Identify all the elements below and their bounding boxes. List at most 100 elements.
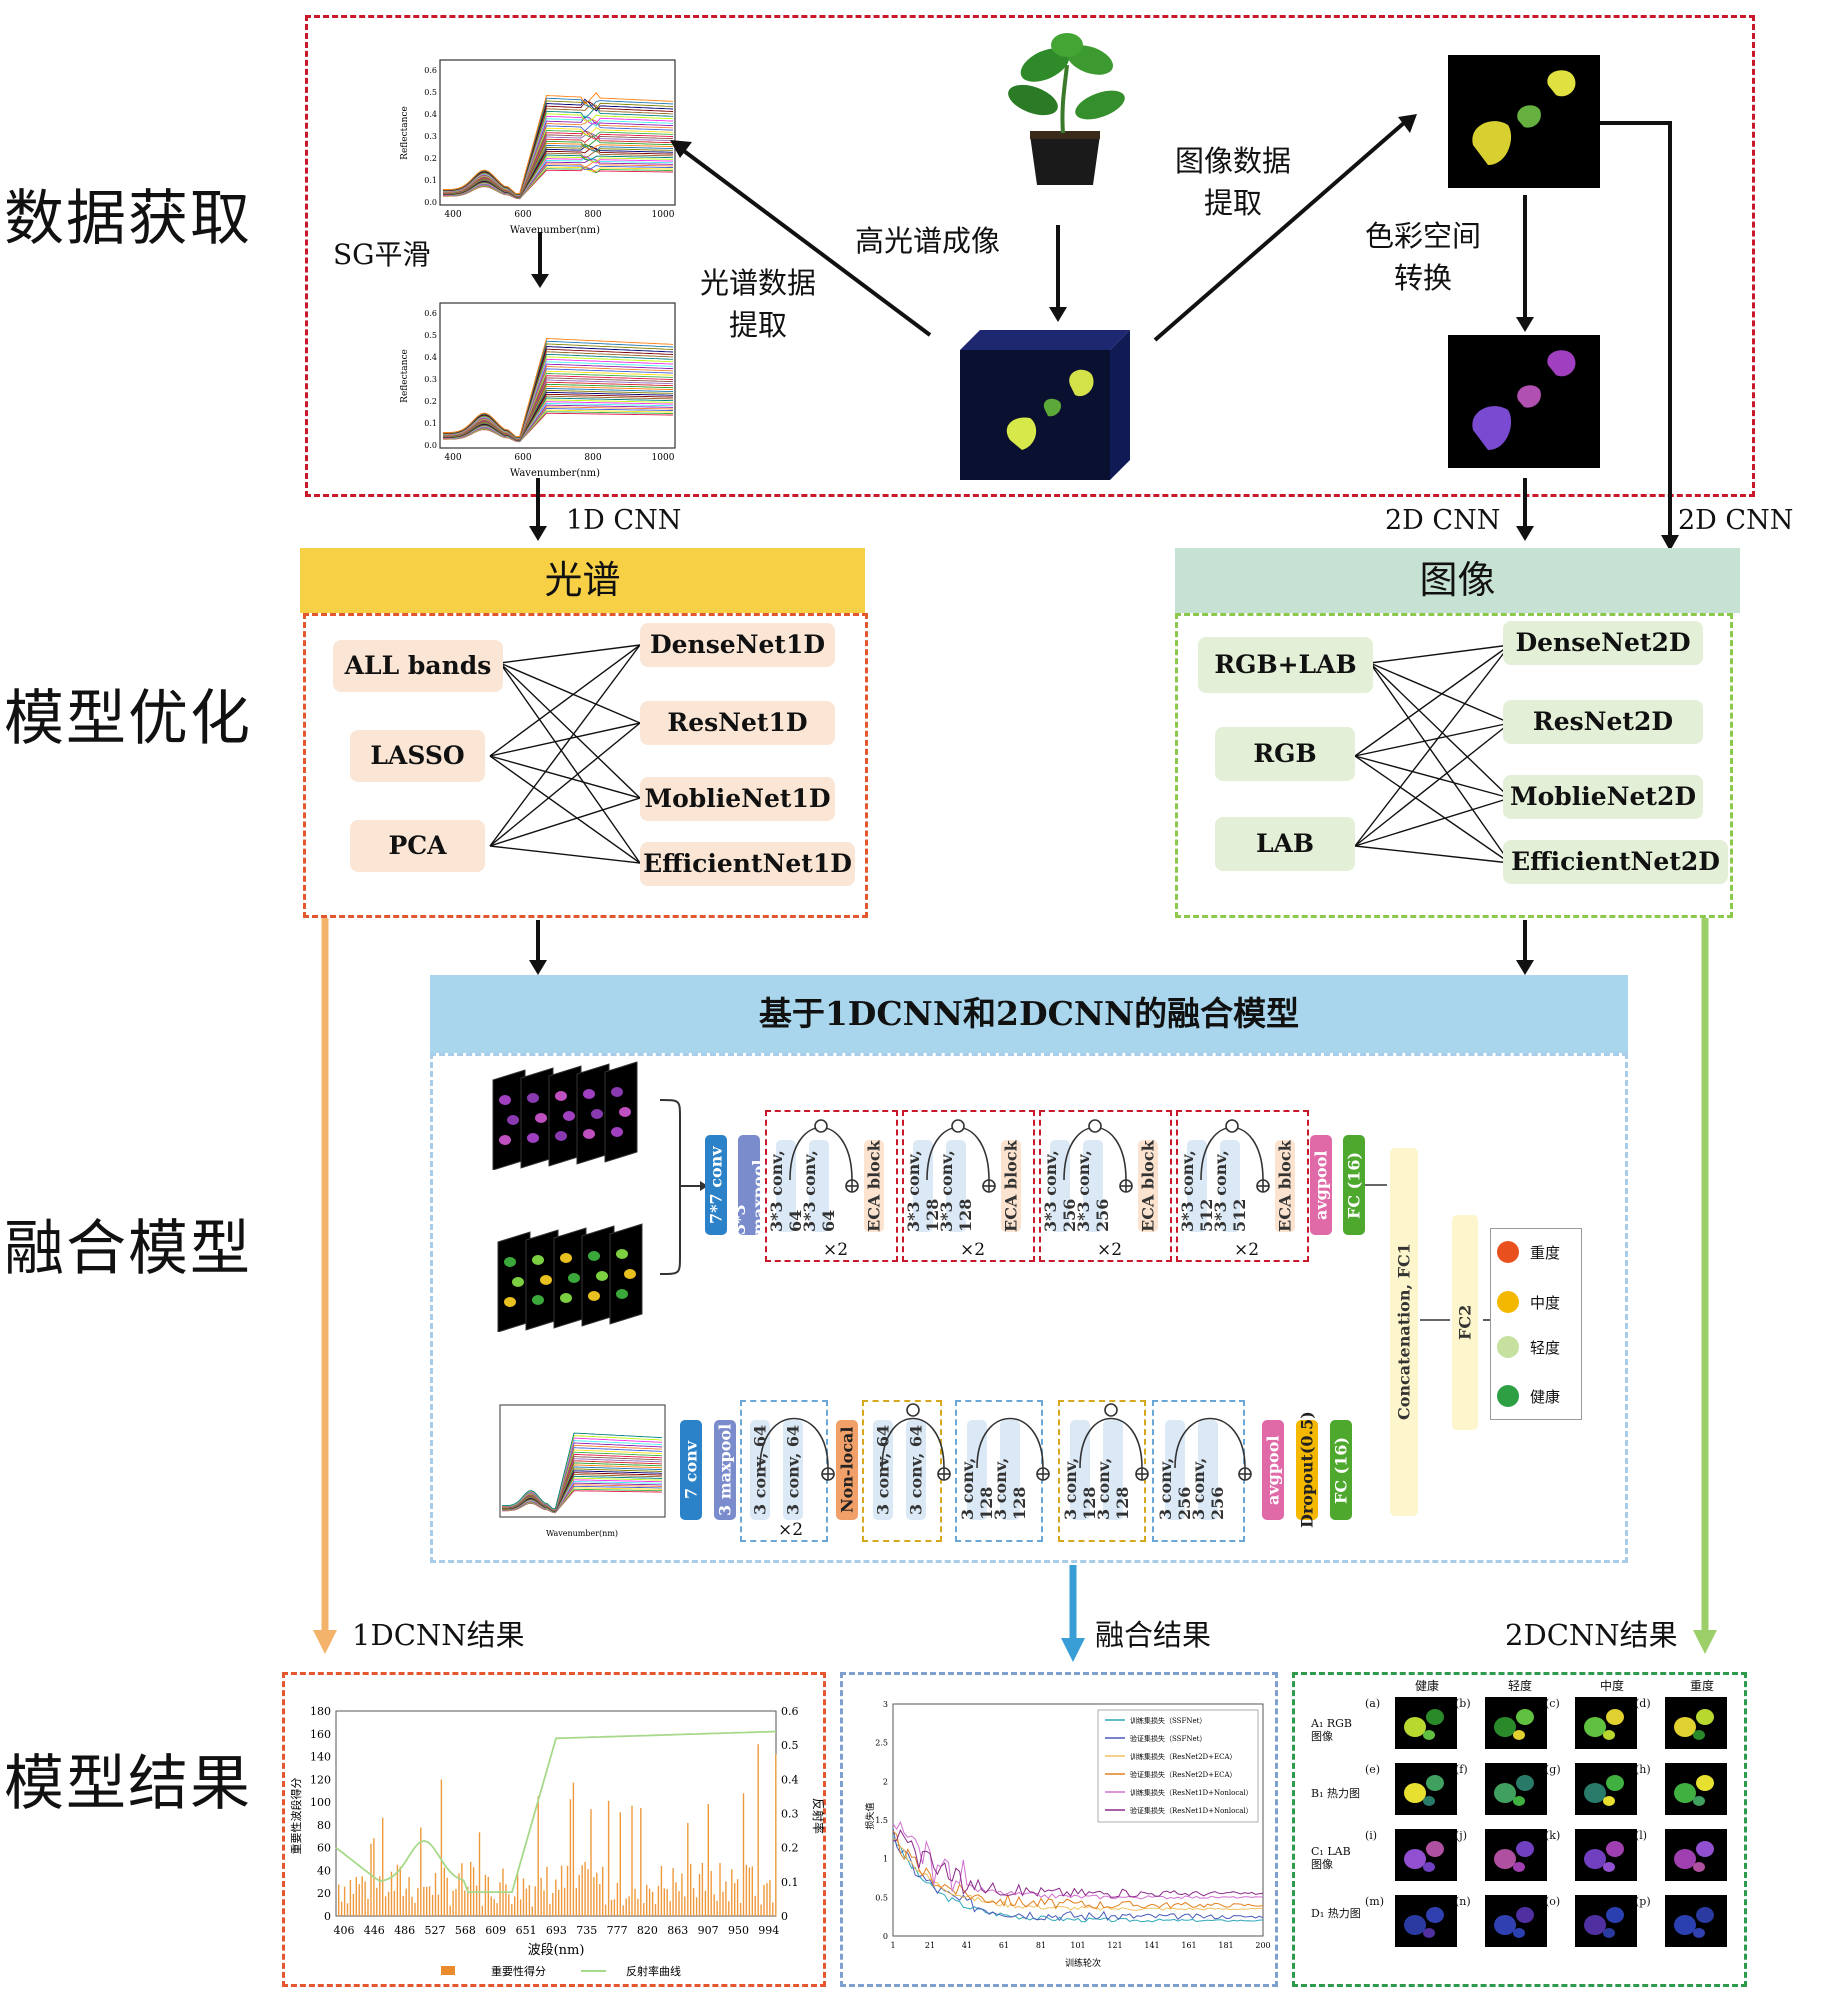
- grid-row-a: A₁ RGB 图像: [1311, 1717, 1353, 1743]
- imp-ytick: 40: [317, 1864, 331, 1877]
- grid-col-severe: 重度: [1690, 1679, 1715, 1693]
- imp-xtick: 863: [667, 1924, 688, 1937]
- grid-row-b: B₁ 热力图: [1311, 1787, 1360, 1800]
- grid-panel-letter: (m): [1365, 1895, 1385, 1908]
- plot-xtick: 400: [444, 453, 461, 463]
- grid-col-healthy: 健康: [1415, 1679, 1440, 1693]
- loss-xlabel: 训练轮次: [1065, 1957, 1101, 1969]
- fusion-plot-xlabel: Wavenumber(nm): [546, 1529, 618, 1538]
- imp-xtick: 950: [728, 1924, 749, 1937]
- top-resblock-3: [1039, 1110, 1172, 1262]
- color-space-label: 色彩空间 转换: [1365, 219, 1482, 295]
- fusion-header: 基于1DCNN和2DCNN的融合模型: [430, 975, 1628, 1053]
- bottom-skip-connections: [759, 1403, 1252, 1481]
- grid-leaf-image: [1395, 1763, 1457, 1815]
- plot-ytick: 0.1: [424, 176, 437, 185]
- fusion-result-arrow: [1061, 1565, 1085, 1662]
- plot-ytick: 0.4: [424, 353, 437, 362]
- imp-rtick: 0: [781, 1910, 788, 1923]
- grid-leaf-image: [1665, 1895, 1727, 1947]
- class-dot-severe: [1497, 1241, 1519, 1263]
- image-input-rgb: RGB: [1215, 727, 1355, 781]
- loss-ytick: 1.5: [875, 1816, 888, 1825]
- imp-ytick: 120: [310, 1773, 331, 1786]
- fc-arrows: [1365, 1184, 1493, 1321]
- loss-legend-item: 验证集损失（SSFNet）: [1130, 1734, 1206, 1743]
- top-block-conv7: 7*7 conv: [705, 1135, 727, 1235]
- imp-xtick: 486: [394, 1924, 415, 1937]
- plot-xlabel: Wavenumber(nm): [510, 225, 600, 235]
- imp-rtick: 0.5: [781, 1739, 799, 1752]
- plot-xtick: 1000: [652, 453, 675, 463]
- plot-xlabel-2: Wavenumber(nm): [510, 468, 600, 478]
- imp-xtick: 406: [334, 1924, 355, 1937]
- grid-panel-letter: (j): [1455, 1829, 1467, 1842]
- imp-ytick: 60: [317, 1842, 331, 1855]
- loss-xtick: 41: [962, 1941, 972, 1950]
- result-1d-frame: [282, 1672, 826, 1987]
- grid-leaf-image: [1575, 1763, 1637, 1815]
- acquisition-frame: [305, 15, 1755, 497]
- grid-leaf-image: [1665, 1763, 1727, 1815]
- loss-xtick: 101: [1070, 1941, 1085, 1950]
- imp-rtick: 0.3: [781, 1808, 799, 1821]
- bottom-repeat: ×2: [778, 1520, 804, 1540]
- grid-panel-letter: (d): [1635, 1697, 1651, 1710]
- loss-legend-item: 训练集损失（ResNet2D+ECA）: [1130, 1752, 1237, 1761]
- grid-panel-letter: (l): [1635, 1829, 1648, 1842]
- spectrum-result-arrow: [313, 918, 337, 1654]
- plot-ytick: 0.0: [424, 198, 437, 207]
- plot-ytick: 0.4: [424, 110, 437, 119]
- rgb-leaf-image: [1448, 55, 1600, 188]
- loss-ytick: 0.5: [875, 1893, 888, 1902]
- plot-ytick: 0.1: [424, 419, 437, 428]
- loss-ytick: 2.5: [875, 1739, 888, 1748]
- row-label-fusion: 融合模型: [4, 1214, 252, 1284]
- grid-panel-letter: (c): [1545, 1697, 1560, 1710]
- imp-ytick: 0: [324, 1910, 331, 1923]
- sg-smooth-label: SG平滑: [333, 238, 431, 271]
- imp-xtick: 693: [546, 1924, 567, 1937]
- class-label-moderate: 中度: [1530, 1294, 1561, 1312]
- top-resblock-4: [1176, 1110, 1309, 1262]
- imp-xlabel: 波段(nm): [528, 1943, 585, 1958]
- imp-xtick: 820: [637, 1924, 658, 1937]
- plot-xtick: 800: [584, 210, 601, 220]
- label-2dcnn-result: 2DCNN结果: [1505, 1618, 1678, 1652]
- spectrum-to-fusion-arrow: [529, 920, 547, 975]
- row-label-results: 模型结果: [4, 1749, 252, 1819]
- grid-leaf-image: [1665, 1829, 1727, 1881]
- grid-panel-letter: (b): [1455, 1697, 1471, 1710]
- loss-legend-item: 训练集损失（ResNet1D+Nonlocal）: [1130, 1788, 1253, 1797]
- spectrum-connections: [489, 644, 641, 864]
- grid-leaf-image: [1485, 1829, 1547, 1881]
- loss-xtick: 161: [1181, 1941, 1196, 1950]
- grid-leaf-image: [1485, 1895, 1547, 1947]
- imp-ylabel-left: 重要性波段得分: [289, 1778, 303, 1855]
- imp-legend-refl: 反射率曲线: [626, 1964, 681, 1978]
- imp-xtick: 907: [698, 1924, 719, 1937]
- grid-panel-letter: (k): [1545, 1829, 1561, 1842]
- grid-leaf-image: [1395, 1895, 1457, 1947]
- grid-leaf-image: [1575, 1829, 1637, 1881]
- grid-leaf-image: [1395, 1697, 1457, 1749]
- spectrum-input-lasso: LASSO: [350, 730, 485, 782]
- input-bracket: [660, 1099, 708, 1275]
- grid-panel-letter: (p): [1635, 1895, 1651, 1908]
- bottom-block-maxpool: 3 maxpool: [714, 1420, 736, 1520]
- class-label-mild: 轻度: [1530, 1339, 1561, 1357]
- label-fusion-result: 融合结果: [1095, 1618, 1212, 1652]
- arrow-1dcnn: [529, 478, 547, 541]
- plot-xtick: 400: [444, 210, 461, 220]
- image-model-resnet2d: ResNet2D: [1503, 700, 1703, 744]
- spectrum-input-allbands: ALL bands: [333, 640, 503, 692]
- plant-icon: [1008, 33, 1125, 185]
- image-result-arrow: [1693, 918, 1717, 1654]
- imp-xtick: 527: [425, 1924, 446, 1937]
- top-repeat-4: ×2: [1234, 1240, 1260, 1260]
- image-extraction-label: 图像数据 提取: [1175, 144, 1292, 220]
- grid-panel-letter: (i): [1365, 1829, 1378, 1842]
- fusion-frame: [430, 1053, 1628, 1563]
